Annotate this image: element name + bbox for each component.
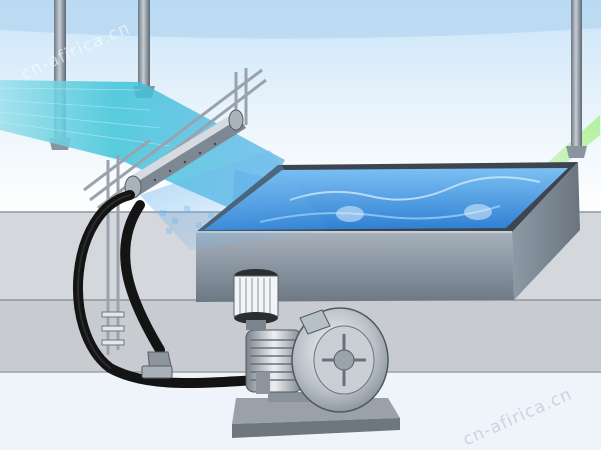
hose-tee-connector [141,351,173,379]
ceiling-band [0,0,601,39]
air-stream [140,150,330,250]
air-filter [233,269,279,330]
air-knife [124,109,246,199]
ring-blower [232,307,400,438]
frame-clamps [101,311,125,346]
air-hoses [72,190,267,389]
